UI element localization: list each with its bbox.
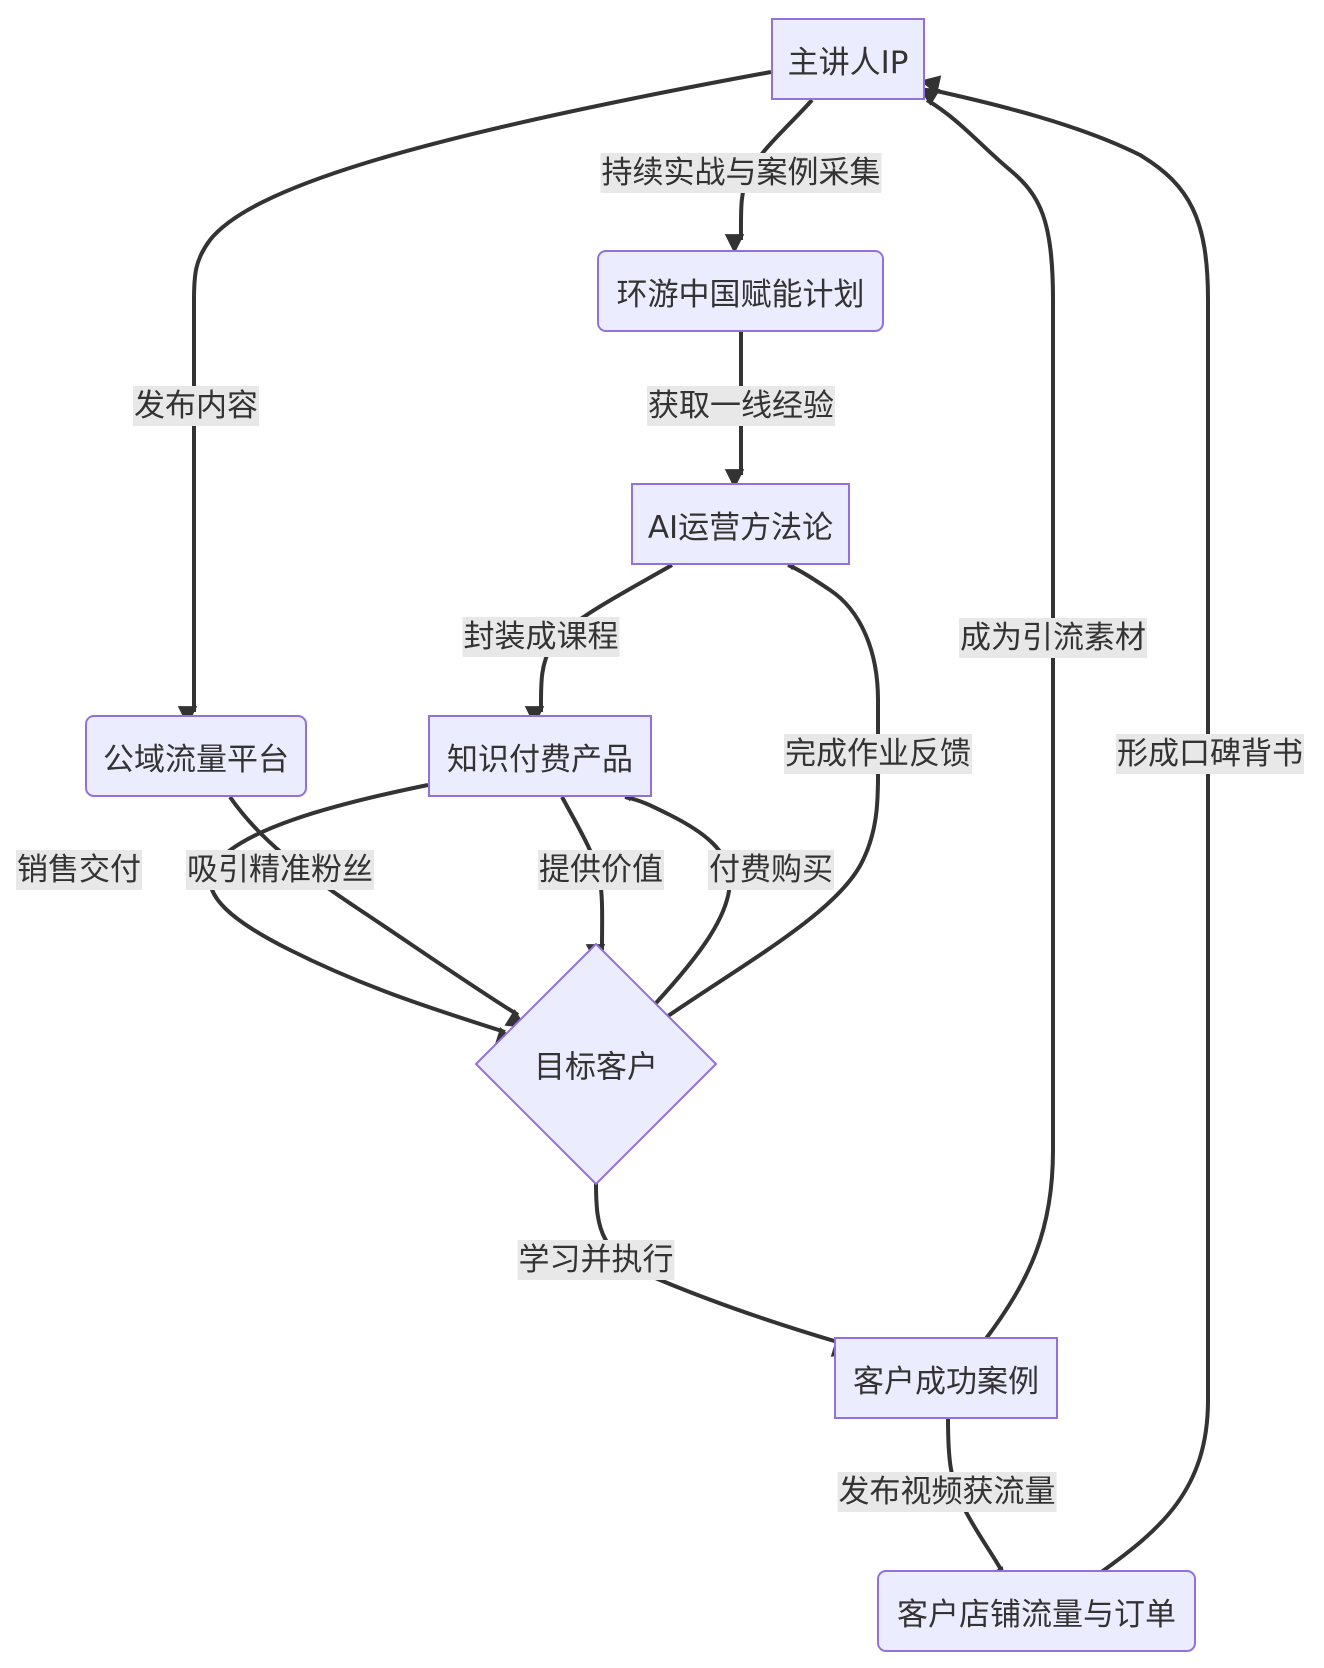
edge-execute <box>594 1181 853 1357</box>
node-customer-success-label: 客户成功案例 <box>853 1363 1039 1400</box>
node-speaker-ip-label: 主讲人IP <box>787 44 909 81</box>
edge-sell <box>208 783 517 1046</box>
node-tour-plan: 环游中国赋能计划 <box>597 250 884 332</box>
edge-publish <box>177 70 772 726</box>
edge-label-attract: 吸引精准粉丝 <box>186 850 374 890</box>
edge-label-feedback: 完成作业反馈 <box>784 734 972 774</box>
node-tour-plan-label: 环游中国赋能计划 <box>616 276 865 313</box>
edge-label-sell: 销售交付 <box>16 850 142 890</box>
node-shop-traffic-label: 客户店铺流量与订单 <box>897 1596 1176 1633</box>
edge-label-video: 发布视频获流量 <box>837 1472 1057 1512</box>
edge-label-material: 成为引流素材 <box>959 618 1147 658</box>
node-customer-success: 客户成功案例 <box>834 1337 1058 1419</box>
edge-label-pay: 付费购买 <box>708 850 834 890</box>
edge-endorse <box>920 75 1210 1575</box>
node-shop-traffic: 客户店铺流量与订单 <box>877 1570 1196 1652</box>
node-ai-methodology-label: AI运营方法论 <box>647 509 834 546</box>
edge-label-publish: 发布内容 <box>133 386 259 426</box>
edge-label-endorse: 形成口碑背书 <box>1116 734 1304 774</box>
node-public-platform-label: 公域流量平台 <box>103 741 289 778</box>
node-knowledge-product: 知识付费产品 <box>428 715 652 797</box>
node-speaker-ip: 主讲人IP <box>771 18 925 100</box>
edge-label-value: 提供价值 <box>538 850 664 890</box>
node-public-platform: 公域流量平台 <box>85 715 307 797</box>
edge-feedback <box>666 552 881 1018</box>
edge-label-package: 封装成课程 <box>462 617 620 657</box>
edge-material <box>918 87 1055 1342</box>
node-target-customer-label: 目标客户 <box>534 1049 658 1086</box>
edge-label-experience: 获取一线经验 <box>647 386 835 426</box>
edge-label-execute: 学习并执行 <box>517 1240 675 1280</box>
node-ai-methodology: AI运营方法论 <box>631 483 850 565</box>
edge-label-practice: 持续实战与案例采集 <box>600 153 882 193</box>
node-knowledge-product-label: 知识付费产品 <box>447 741 633 778</box>
node-target-customer <box>474 942 718 1186</box>
